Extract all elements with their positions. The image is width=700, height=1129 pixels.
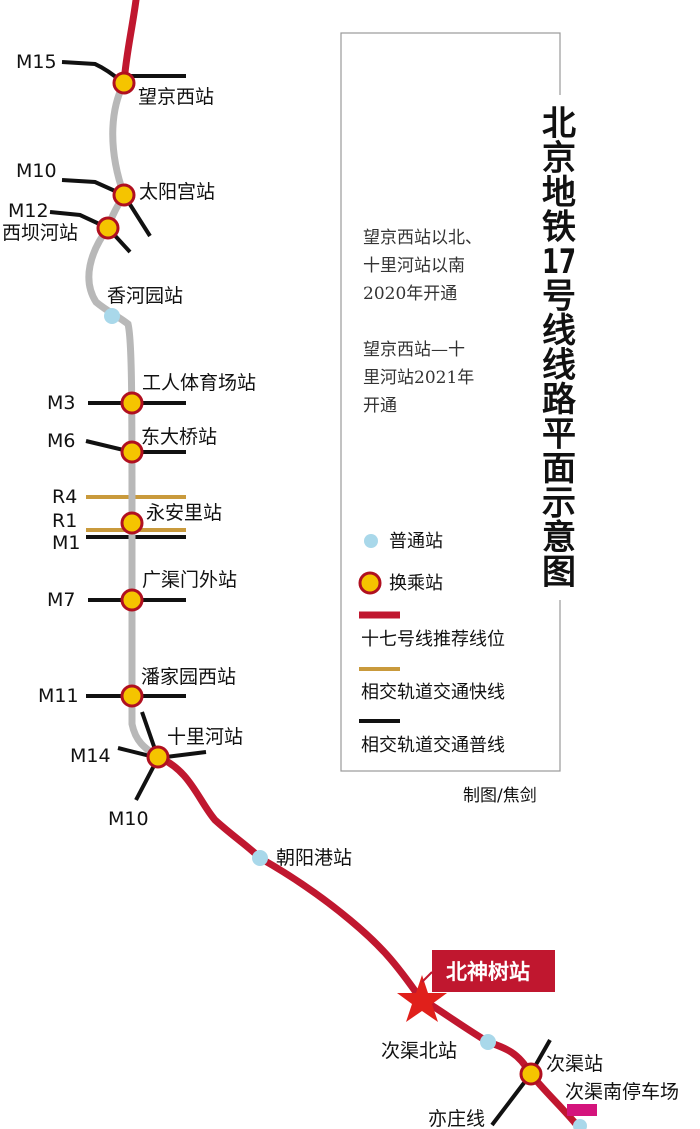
station-guangqumenwai-label: 广渠门外站 — [142, 569, 237, 591]
title-char: 京 — [542, 139, 576, 179]
station-panjiayuanxi-label: 潘家园西站 — [141, 666, 236, 688]
map-credit: 制图/焦剑 — [463, 786, 537, 806]
legend-recommended-line-label: 十七号线推荐线位 — [361, 629, 505, 650]
legend-frame — [340, 32, 561, 772]
line17-north-segment — [120, 0, 140, 87]
station-xibahe-label: 西坝河站 — [2, 222, 78, 244]
station-beishenshu-star — [397, 975, 447, 1022]
transfer-stations — [96, 71, 543, 1086]
station-ciqu-label: 次渠站 — [546, 1053, 603, 1075]
legend-regular-station-label: 普通站 — [389, 531, 443, 552]
note-2-line-2: 里河站2021年 — [363, 368, 474, 388]
line-label-m14: M14 — [70, 745, 111, 767]
line-label-m1: M1 — [52, 532, 80, 554]
station-gongti-label: 工人体育场站 — [142, 372, 256, 394]
line-label-m15: M15 — [16, 51, 57, 73]
legend-transfer-station-label: 换乘站 — [389, 573, 443, 594]
line-label-r4: R4 — [52, 486, 77, 508]
beishenshu-callout-line — [421, 971, 433, 983]
station-wangjingxi-marker — [112, 71, 136, 95]
beishenshu-highlight-box — [432, 950, 555, 992]
title-char: 示 — [542, 484, 576, 524]
title-char: 号 — [542, 277, 576, 317]
title-char: 北 — [542, 104, 576, 144]
legend-title-mask — [530, 95, 590, 600]
station-yonganli-marker — [120, 511, 144, 535]
station-panjiayuanxi-marker — [120, 684, 144, 708]
station-taiyanggong-label: 太阳宫站 — [139, 181, 215, 203]
station-guangqumenwai-marker — [120, 588, 144, 612]
note-2-line-3: 开通 — [363, 396, 397, 416]
line-label-m10-north: M10 — [16, 160, 57, 182]
line-labels: M15 M10 M12 M3 M6 R4 R1 M1 M7 M11 M14 M1… — [8, 51, 485, 1129]
line-m10-north — [61, 178, 152, 238]
station-wangjingxi-label: 望京西站 — [138, 86, 214, 108]
depot-marker — [567, 1104, 597, 1116]
opening-notes: 望京西站以北、 十里河站以南 2020年开通 望京西站—十 里河站2021年 开… — [363, 228, 482, 416]
station-taiyanggong-marker — [112, 183, 136, 207]
title-char: 图 — [542, 553, 576, 593]
legend-express-line-label: 相交轨道交通快线 — [361, 682, 505, 703]
title-char: 17 — [542, 242, 576, 282]
line-label-yizhuang: 亦庄线 — [428, 1108, 485, 1129]
station-chaoyanggang-marker — [252, 850, 268, 866]
title-char: 意 — [542, 518, 576, 558]
line-m12 — [49, 210, 132, 254]
line-label-m3: M3 — [47, 392, 75, 414]
title-char: 铁 — [542, 208, 576, 248]
station-dongdaqiao-label: 东大桥站 — [141, 426, 217, 448]
station-ciqubei-marker — [480, 1034, 496, 1050]
line-label-m10-south: M10 — [108, 808, 149, 830]
line-label-m7: M7 — [47, 589, 75, 611]
regular-stations — [104, 308, 587, 1129]
station-gongti-marker — [120, 391, 144, 415]
station-labels: 望京西站 太阳宫站 西坝河站 香河园站 工人体育场站 东大桥站 永安里站 广渠门… — [2, 86, 679, 1103]
line-label-m12: M12 — [8, 200, 49, 222]
station-shilihe-label: 十里河站 — [167, 726, 243, 748]
title-char: 线 — [542, 346, 576, 386]
note-1-line-1: 望京西站以北、 — [363, 228, 482, 248]
note-2-line-1: 望京西站—十 — [363, 340, 465, 360]
title-char: 平 — [542, 415, 576, 455]
title-char: 路 — [542, 380, 577, 420]
station-ciqunan-depot-label: 次渠南停车场 — [565, 1081, 679, 1103]
station-dongdaqiao-marker — [120, 440, 144, 464]
line-label-r1: R1 — [52, 510, 77, 532]
legend-regular-station-swatch — [364, 534, 378, 548]
station-xibahe-marker — [96, 216, 120, 240]
station-ciqu-marker — [519, 1062, 543, 1086]
station-depot-end-marker — [573, 1119, 587, 1129]
line17-south-segment — [154, 753, 584, 1129]
station-shilihe-marker — [146, 745, 170, 769]
line-label-m6: M6 — [47, 430, 75, 452]
title-char: 线 — [542, 311, 576, 351]
station-yonganli-label: 永安里站 — [146, 502, 222, 524]
legend-regular-line-label: 相交轨道交通普线 — [361, 735, 505, 756]
station-xiangheyuan-marker — [104, 308, 120, 324]
title-char: 面 — [542, 449, 576, 489]
note-1-line-3: 2020年开通 — [363, 284, 457, 304]
station-chaoyanggang-label: 朝阳港站 — [276, 847, 352, 869]
station-xiangheyuan-label: 香河园站 — [107, 285, 183, 307]
title-char: 地 — [542, 173, 576, 213]
legend-transfer-station-swatch — [358, 571, 382, 595]
line-label-m11: M11 — [38, 685, 79, 707]
note-1-line-2: 十里河站以南 — [363, 256, 465, 276]
station-ciqubei-label: 次渠北站 — [381, 1040, 457, 1062]
station-beishenshu-label: 北神树站 — [446, 960, 530, 984]
